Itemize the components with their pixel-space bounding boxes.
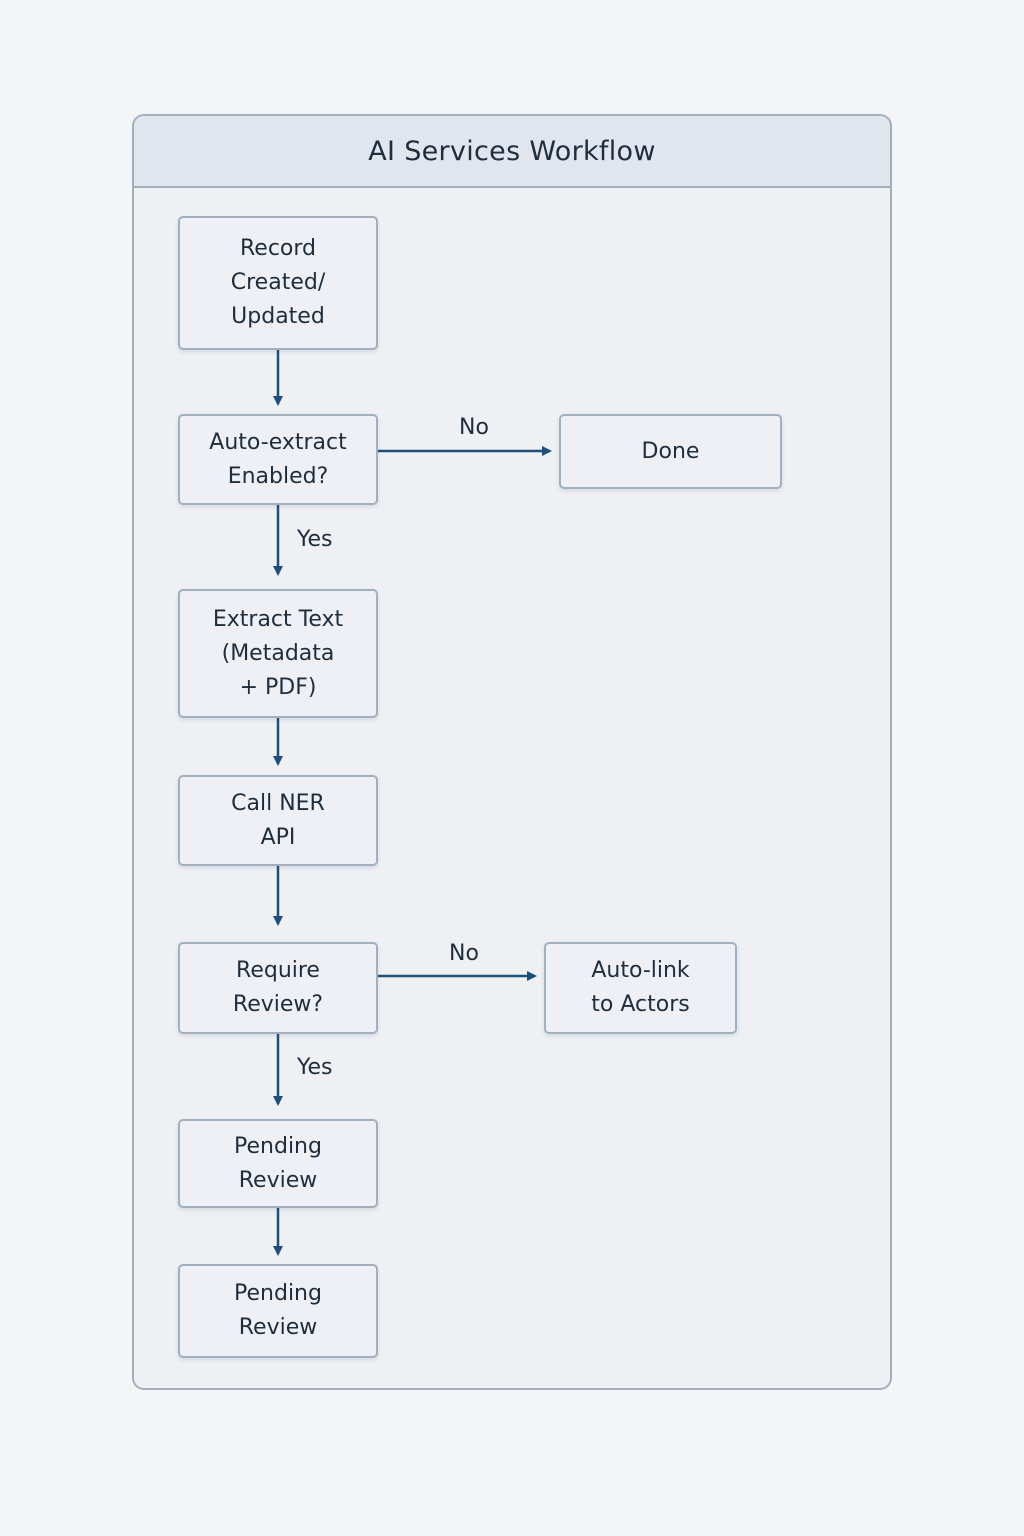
- node-pending-review-2-label: Pending Review: [234, 1281, 322, 1340]
- node-record-created-label: Record Created/ Updated: [230, 236, 326, 329]
- node-done-label: Done: [641, 438, 700, 464]
- node-auto-extract-label: Auto-extract Enabled?: [209, 429, 347, 489]
- node-call-ner-api: Call NER API: [178, 775, 378, 866]
- panel-header: AI Services Workflow: [134, 116, 890, 188]
- node-pending-review-1: Pending Review: [178, 1119, 378, 1208]
- edge-label-autoextract-no: No: [459, 415, 489, 440]
- diagram-title: AI Services Workflow: [368, 135, 656, 167]
- node-done: Done: [559, 414, 782, 489]
- node-extract-text: Extract Text (Metadata + PDF): [178, 589, 378, 718]
- edge-label-review-yes: Yes: [296, 1055, 333, 1080]
- node-call-ner-api-label: Call NER API: [231, 790, 325, 850]
- node-auto-link-actors: Auto-link to Actors: [544, 942, 737, 1034]
- node-pending-review-1-label: Pending Review: [234, 1133, 322, 1193]
- node-pending-review-2: Pending Review: [178, 1264, 378, 1358]
- node-record-created: Record Created/ Updated: [178, 216, 378, 350]
- node-require-review-label: Require Review?: [232, 958, 324, 1017]
- node-require-review-decision: Require Review?: [178, 942, 378, 1034]
- edge-label-autoextract-yes: Yes: [296, 527, 333, 552]
- node-auto-extract-decision: Auto-extract Enabled?: [178, 414, 378, 505]
- node-extract-text-label: Extract Text (Metadata + PDF): [212, 606, 344, 700]
- edge-label-review-no: No: [449, 941, 479, 966]
- node-auto-link-actors-label: Auto-link to Actors: [591, 958, 690, 1017]
